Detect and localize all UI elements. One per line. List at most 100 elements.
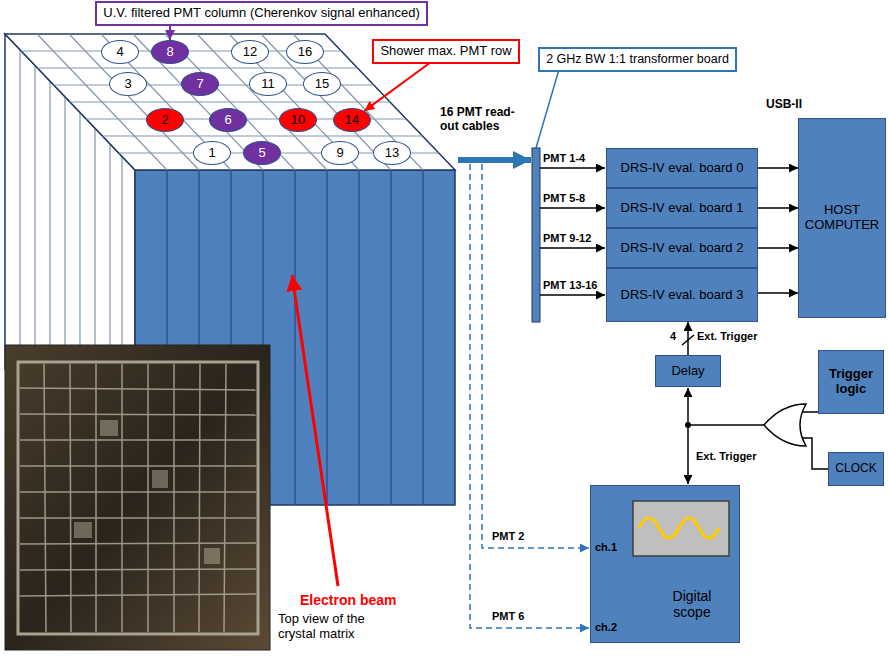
pmt-circle: 15 xyxy=(303,72,341,96)
node-text: 8 xyxy=(166,45,173,60)
node-text: 13 xyxy=(385,146,399,161)
node-text: 16 xyxy=(298,45,312,60)
beam-arrow xyxy=(292,275,338,586)
pmt-circle: 5 xyxy=(243,141,281,165)
digital-scope: Digital scope xyxy=(590,485,740,643)
photo-ground xyxy=(5,345,270,650)
cable-label: 16 PMT read-out cables xyxy=(440,106,532,134)
leader-line xyxy=(536,66,560,148)
screen-frame xyxy=(633,501,729,556)
callout-box: 2 GHz BW 1:1 transformer board xyxy=(538,47,737,72)
node-text: 2 GHz BW 1:1 transformer board xyxy=(546,52,729,66)
node-text: 4 xyxy=(116,45,123,60)
callout-box: U.V. filtered PMT column (Cherenkov sign… xyxy=(95,1,428,26)
pmt-circle: 4 xyxy=(101,40,139,64)
connector-arrow xyxy=(758,247,798,249)
node-text: DRS-IV eval. board 1 xyxy=(621,201,744,216)
wire-junction xyxy=(685,422,691,428)
trigger-wires xyxy=(688,388,828,484)
drs-board: DRS-IV eval. board 1 xyxy=(606,188,758,228)
node-text: Digital scope xyxy=(661,588,723,620)
pmt-circle: 3 xyxy=(109,72,147,96)
delay-box: Delay xyxy=(655,355,721,387)
photo-highlights xyxy=(74,420,220,564)
photo-frame xyxy=(18,362,258,634)
connector-arrow xyxy=(169,26,171,41)
channel-label: PMT 13-16 xyxy=(543,279,597,292)
channel-label: ch.1 xyxy=(595,541,617,554)
transformer-board xyxy=(532,148,540,322)
drs-board: DRS-IV eval. board 0 xyxy=(606,148,758,188)
trigger-logic-box: Trigger logic xyxy=(818,350,884,414)
pmt-circle: 9 xyxy=(321,141,359,165)
connector-arrow xyxy=(687,322,689,355)
clock-box: CLOCK xyxy=(828,452,884,486)
node-text: DRS-IV eval. board 3 xyxy=(621,288,744,303)
node-text: 6 xyxy=(224,113,231,128)
photo-grid xyxy=(20,364,256,632)
node-text: 2 xyxy=(161,113,168,128)
matrix-photo xyxy=(5,345,270,650)
channel-label: PMT 5-8 xyxy=(543,192,585,205)
scope-screen xyxy=(591,486,739,642)
cable-arrow xyxy=(458,157,531,163)
callout-box: Shower max. PMT row xyxy=(372,39,520,64)
pmt-circle: 12 xyxy=(231,40,269,64)
node-text: 7 xyxy=(196,77,203,92)
signal-label: Ext. Trigger xyxy=(697,330,758,343)
node-text: 15 xyxy=(315,77,329,92)
node-text: 11 xyxy=(261,77,275,92)
node-text: DRS-IV eval. board 2 xyxy=(621,241,744,256)
node-text: U.V. filtered PMT column (Cherenkov sign… xyxy=(103,6,420,21)
beam-label: Electron beam xyxy=(300,592,396,608)
connector-arrow xyxy=(758,167,798,169)
node-text: 1 xyxy=(208,146,215,161)
drs-board: DRS-IV eval. board 3 xyxy=(606,268,758,322)
node-text: CLOCK xyxy=(835,462,876,476)
node-text: Trigger logic xyxy=(824,367,878,397)
node-text: 9 xyxy=(336,146,343,161)
connectors xyxy=(170,26,798,356)
node-text: 5 xyxy=(258,146,265,161)
channel-label: ch.2 xyxy=(595,621,617,634)
or-gate xyxy=(764,404,806,446)
node-text: HOST COMPUTER xyxy=(804,203,880,233)
node-text: 10 xyxy=(291,113,305,128)
pmt-circle: 6 xyxy=(209,108,247,132)
node-text: 3 xyxy=(124,77,131,92)
connector-arrow xyxy=(364,64,429,111)
pmt-circle: 1 xyxy=(193,141,231,165)
node-text: 12 xyxy=(243,45,257,60)
pmt-circle: 16 xyxy=(286,40,324,64)
host-computer: HOST COMPUTER xyxy=(798,118,886,318)
bus-label: USB-II xyxy=(766,98,802,112)
pmt-circle: 8 xyxy=(151,40,189,64)
pmt-circle: 13 xyxy=(373,141,411,165)
connector-arrow xyxy=(758,292,798,294)
pmt-circle: 14 xyxy=(333,108,371,132)
node-text: Delay xyxy=(671,364,704,379)
signal-label: Ext. Trigger xyxy=(696,450,757,463)
pmt-circle: 10 xyxy=(279,108,317,132)
signal-label: PMT 6 xyxy=(492,610,524,623)
waveform xyxy=(639,518,719,538)
pmt-circle: 7 xyxy=(181,72,219,96)
connector-arrow xyxy=(758,207,798,209)
node-text: DRS-IV eval. board 0 xyxy=(621,161,744,176)
channel-label: PMT 1-4 xyxy=(543,152,585,165)
bus-width: 4 xyxy=(670,330,676,343)
channel-label: PMT 9-12 xyxy=(543,232,591,245)
pmt-circle: 2 xyxy=(146,108,184,132)
pmt-circle: 11 xyxy=(249,72,287,96)
drs-board: DRS-IV eval. board 2 xyxy=(606,228,758,268)
node-text: 14 xyxy=(345,113,359,128)
channel-wires xyxy=(540,168,605,295)
photo-caption: Top view of the crystal matrix xyxy=(278,612,383,642)
signal-label: PMT 2 xyxy=(492,530,524,543)
node-text: Shower max. PMT row xyxy=(380,44,511,59)
